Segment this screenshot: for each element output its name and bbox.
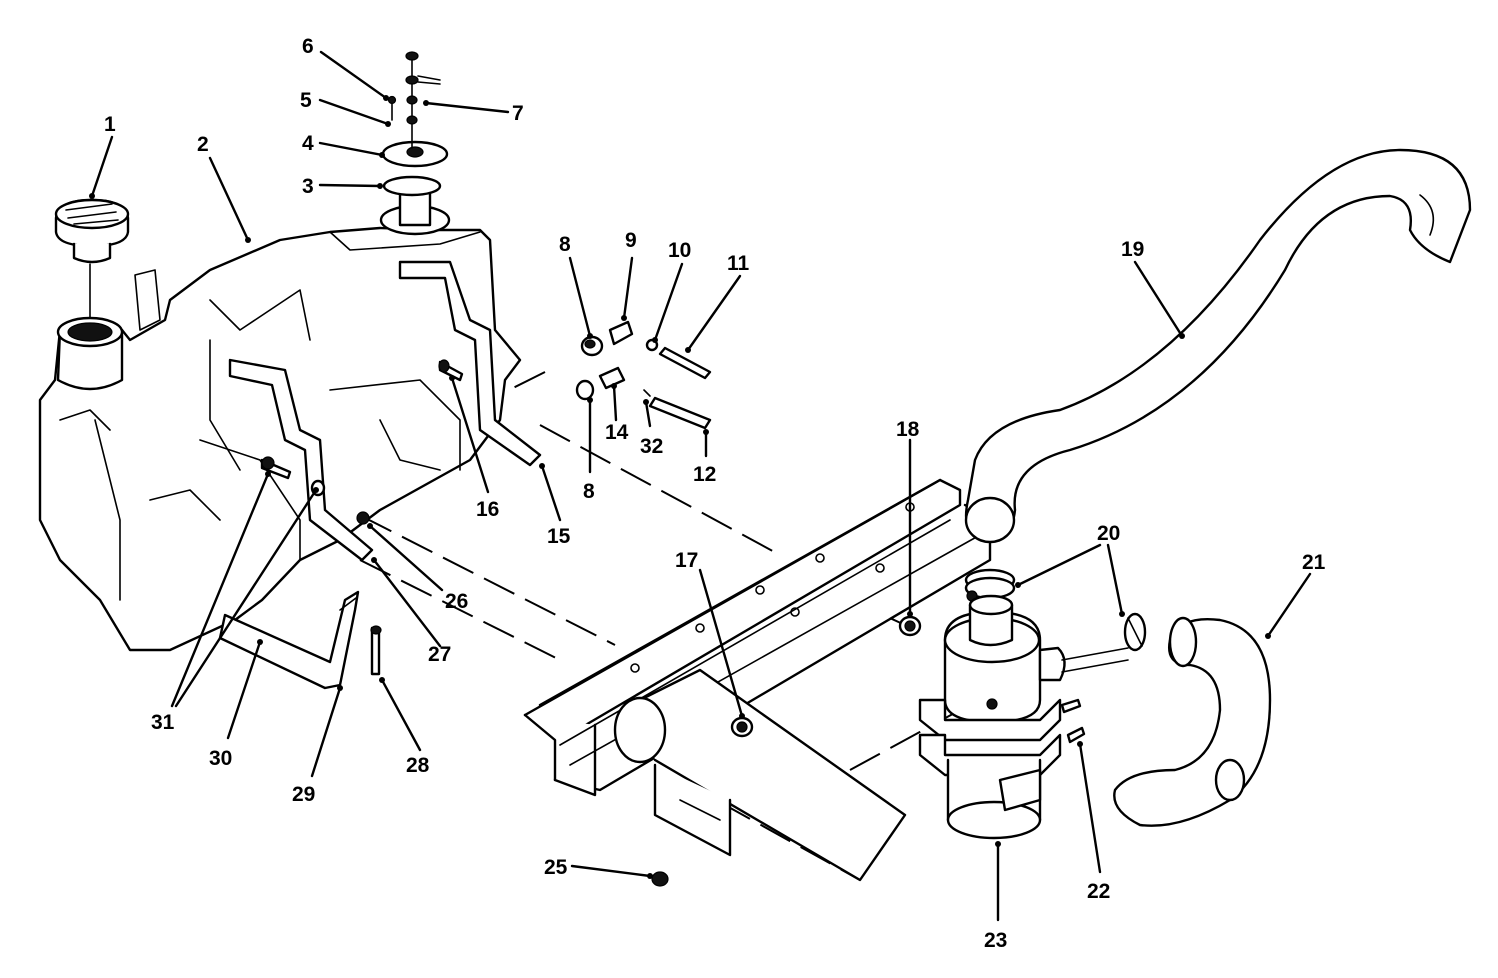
callout-17: 17 <box>675 549 698 572</box>
callout-14: 14 <box>605 421 629 444</box>
callout-4: 4 <box>302 132 314 155</box>
hose-clamps <box>964 568 1147 652</box>
callout-27: 27 <box>428 643 451 666</box>
fuel-sender-assembly <box>379 51 451 236</box>
intake-hose <box>964 148 1472 544</box>
callout-8-upper: 8 <box>559 233 571 256</box>
callout-2: 2 <box>197 133 209 156</box>
fuel-cap <box>54 198 130 319</box>
outlet-hose <box>1113 616 1272 827</box>
callout-8-lower: 8 <box>583 480 595 503</box>
callout-3: 3 <box>302 175 314 198</box>
callout-labels: 1 2 3 4 5 6 7 8 8 9 10 11 12 14 15 16 17… <box>104 35 1326 952</box>
callout-10: 10 <box>668 239 691 262</box>
callout-1: 1 <box>104 113 116 136</box>
callout-26: 26 <box>445 590 468 613</box>
leader-lines <box>89 50 1312 922</box>
callout-30: 30 <box>209 747 232 770</box>
callout-29: 29 <box>292 783 315 806</box>
callout-25: 25 <box>544 856 568 879</box>
callout-21: 21 <box>1302 551 1326 574</box>
callout-32: 32 <box>640 435 663 458</box>
fuel-fittings <box>575 320 712 430</box>
callout-15: 15 <box>547 525 571 548</box>
fasteners <box>260 359 464 676</box>
tank-straps <box>228 260 542 562</box>
callout-5: 5 <box>300 89 312 112</box>
frame-nuts <box>651 615 922 887</box>
callout-22: 22 <box>1087 880 1110 903</box>
callout-12: 12 <box>693 463 716 486</box>
callout-18: 18 <box>896 418 920 441</box>
callout-31: 31 <box>151 711 175 734</box>
callout-6: 6 <box>302 35 314 58</box>
cross-tube <box>613 668 907 882</box>
fuel-tank <box>38 226 522 652</box>
callout-20: 20 <box>1097 522 1120 545</box>
callout-7: 7 <box>512 102 524 125</box>
callout-9: 9 <box>625 229 637 252</box>
callout-28: 28 <box>406 754 430 777</box>
callout-11: 11 <box>727 252 750 275</box>
air-filter-canister <box>918 594 1129 840</box>
callout-16: 16 <box>476 498 499 521</box>
callout-19: 19 <box>1121 238 1144 261</box>
callout-23: 23 <box>984 929 1007 952</box>
